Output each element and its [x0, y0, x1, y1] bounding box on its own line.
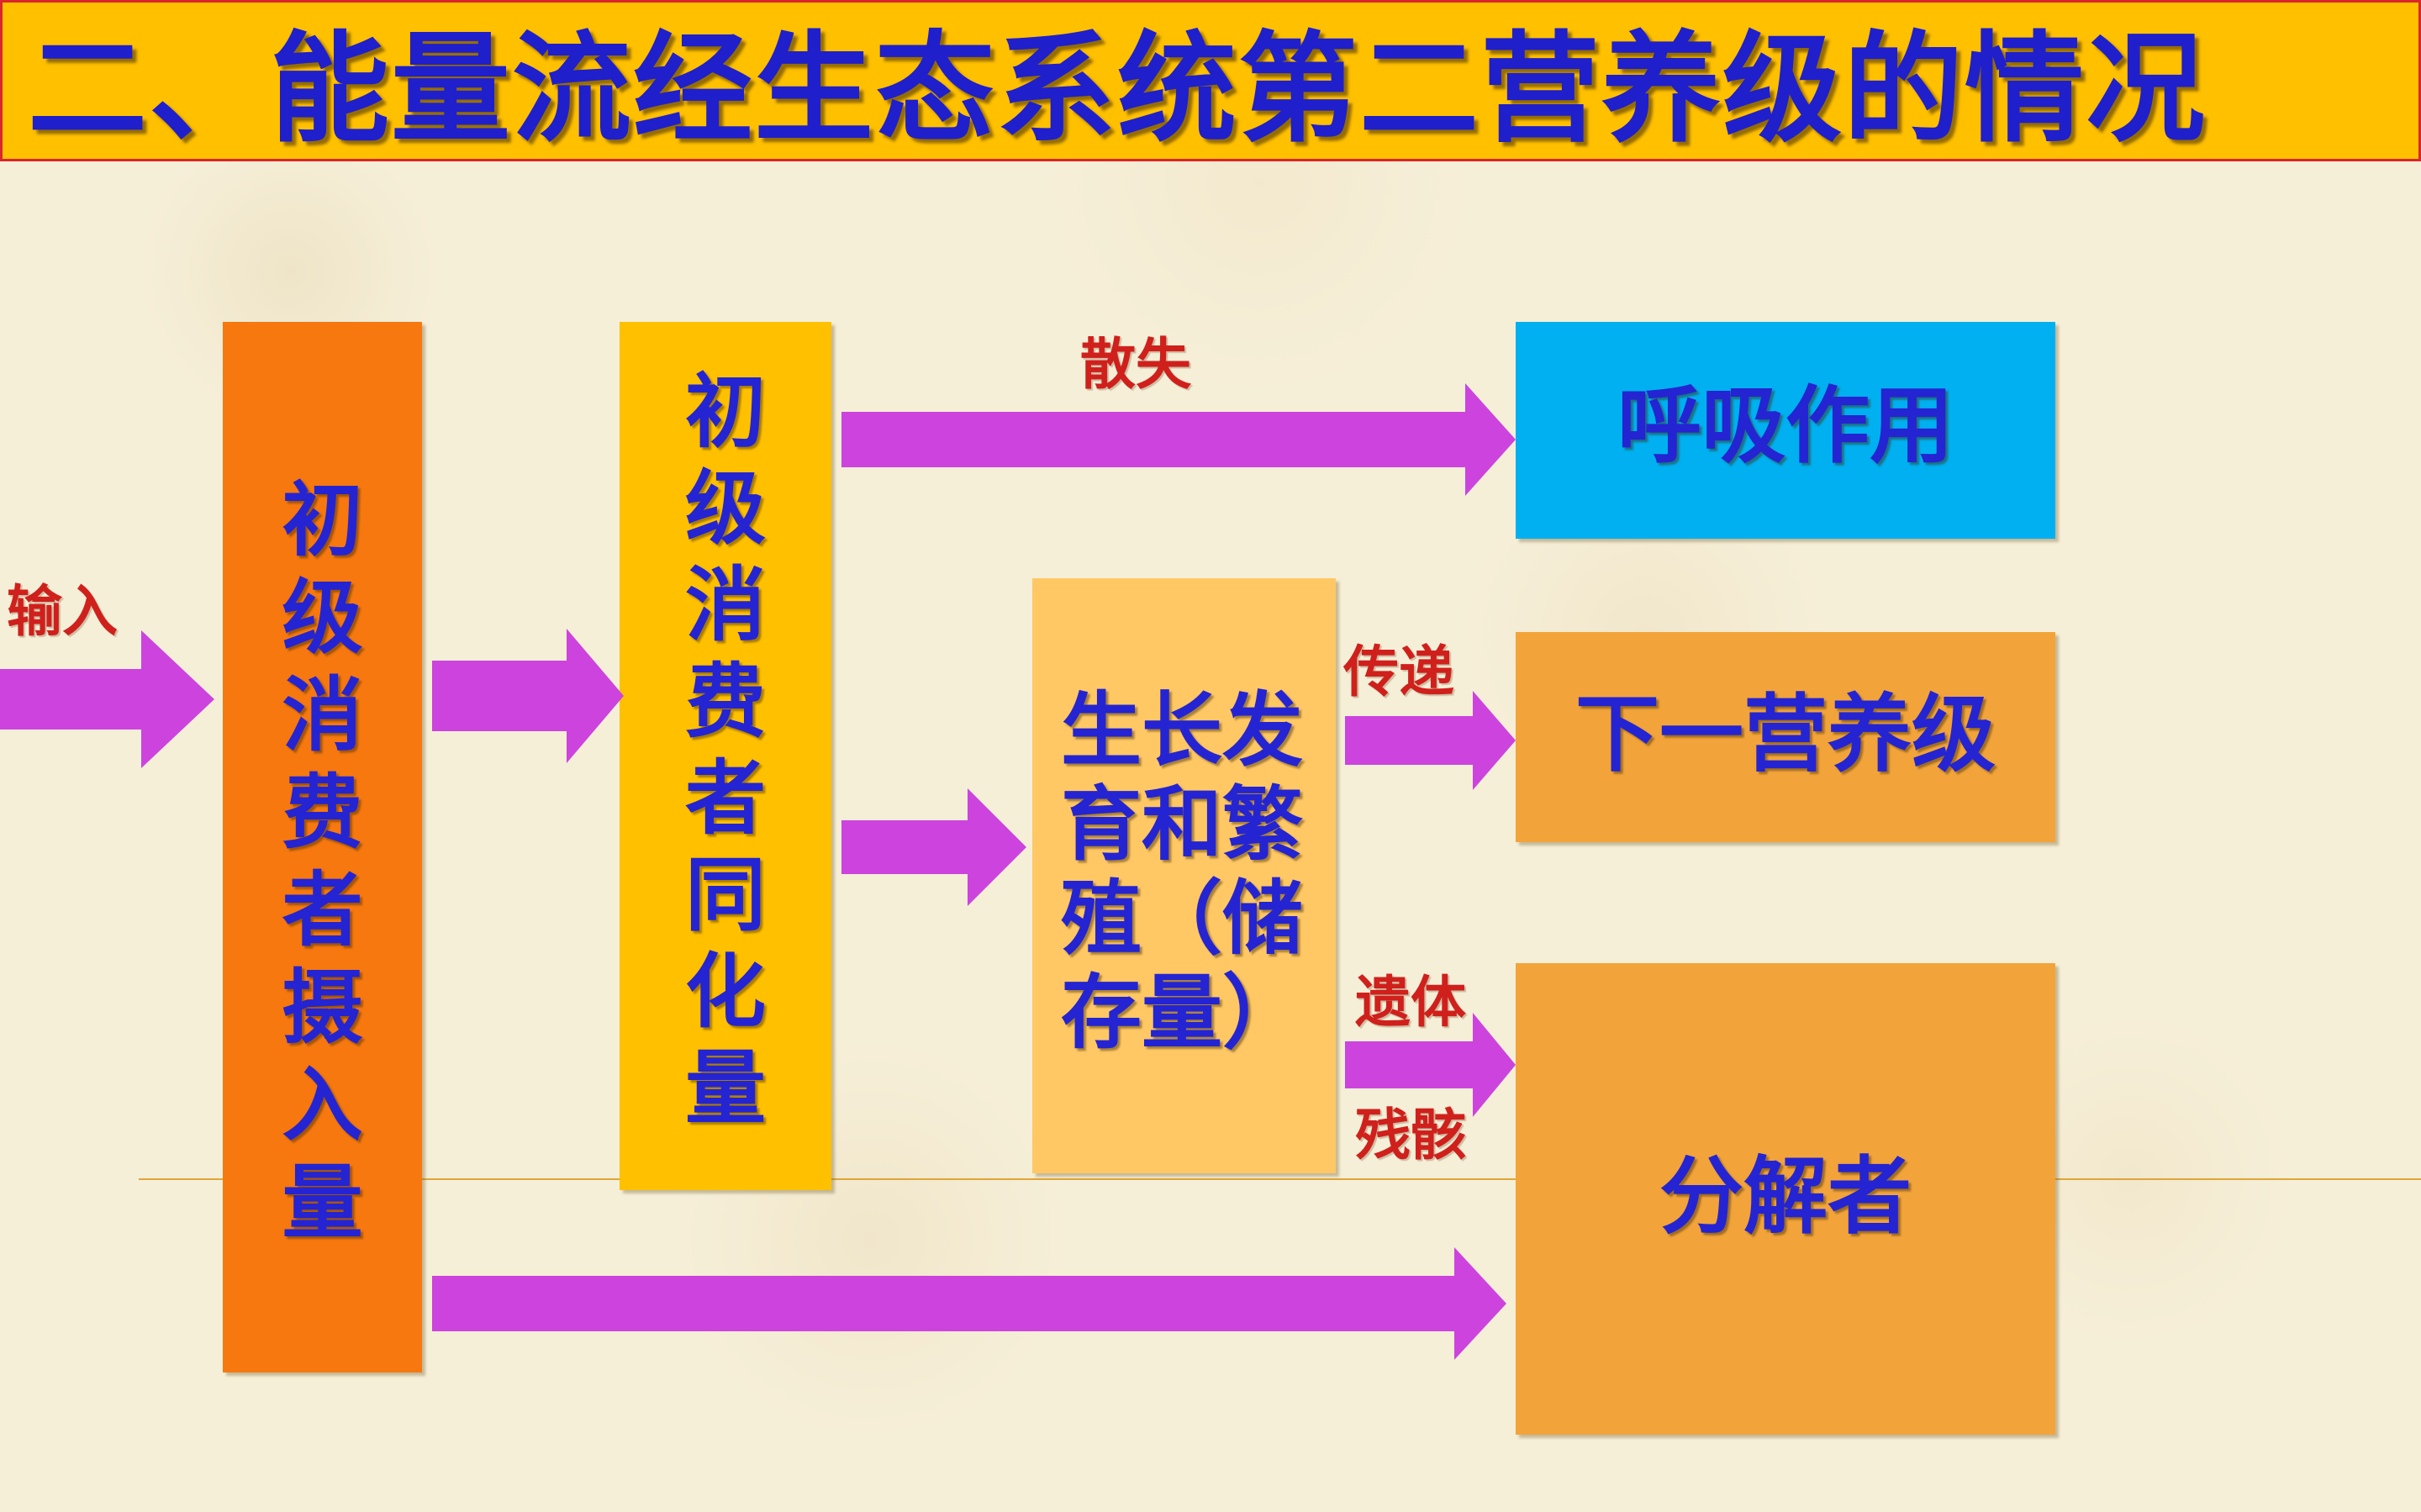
- growth-label: 生长发育和繁殖（储存量）: [1061, 683, 1303, 1060]
- vertical-char: 消: [685, 558, 766, 652]
- vertical-char: 消: [282, 668, 363, 762]
- arrow-to-respiration: [841, 383, 1516, 496]
- vertical-char: 费: [685, 655, 766, 749]
- label-input: 输入: [7, 579, 118, 644]
- next-level-label: 下一营养级: [1575, 685, 1996, 783]
- arrow-to-growth: [841, 788, 1026, 906]
- vertical-char: 量: [685, 1041, 766, 1135]
- box-decomposer: 分解者: [1516, 963, 2055, 1435]
- page-title: 二、能量流经生态系统第二营养级的情况: [28, 20, 2207, 159]
- box-growth-reproduction: 生长发育和繁殖（储存量）: [1032, 578, 1336, 1173]
- vertical-char: 入: [282, 1058, 363, 1152]
- vertical-char: 初: [685, 365, 766, 459]
- respiration-label: 呼吸作用: [1617, 377, 1954, 475]
- vertical-char: 初: [282, 473, 363, 567]
- box-next-trophic-level: 下一营养级: [1516, 632, 2055, 842]
- label-dissipate: 散失: [1080, 332, 1191, 397]
- title-bar: 二、能量流经生态系统第二营养级的情况: [0, 0, 2421, 161]
- box-intake: 初级消费者摄入量: [223, 322, 422, 1372]
- label-remains-1: 遗体: [1355, 970, 1466, 1035]
- decomposer-label: 分解者: [1659, 1147, 1912, 1246]
- arrow-to-next-level: [1345, 691, 1516, 790]
- vertical-char: 化: [685, 945, 766, 1039]
- assimilation-label: 初级消费者同化量: [620, 364, 831, 1137]
- vertical-char: 级: [685, 461, 766, 556]
- arrow-intake-to-assimilation: [432, 629, 624, 763]
- arrow-input: [0, 630, 214, 768]
- box-respiration: 呼吸作用: [1516, 322, 2055, 539]
- divider-line: [139, 1178, 2421, 1180]
- arrow-growth-to-decomposer: [1345, 1013, 1516, 1117]
- arrow-intake-to-decomposer: [432, 1247, 1506, 1360]
- intake-label: 初级消费者摄入量: [223, 472, 422, 1251]
- label-transfer: 传递: [1343, 640, 1454, 704]
- box-assimilation: 初级消费者同化量: [620, 322, 831, 1190]
- label-remains-2: 残骸: [1355, 1103, 1466, 1167]
- vertical-char: 量: [282, 1156, 363, 1250]
- vertical-char: 者: [685, 751, 766, 846]
- vertical-char: 同: [685, 848, 766, 942]
- vertical-char: 者: [282, 863, 363, 957]
- vertical-char: 费: [282, 766, 363, 860]
- vertical-char: 摄: [282, 961, 363, 1055]
- vertical-char: 级: [282, 571, 363, 665]
